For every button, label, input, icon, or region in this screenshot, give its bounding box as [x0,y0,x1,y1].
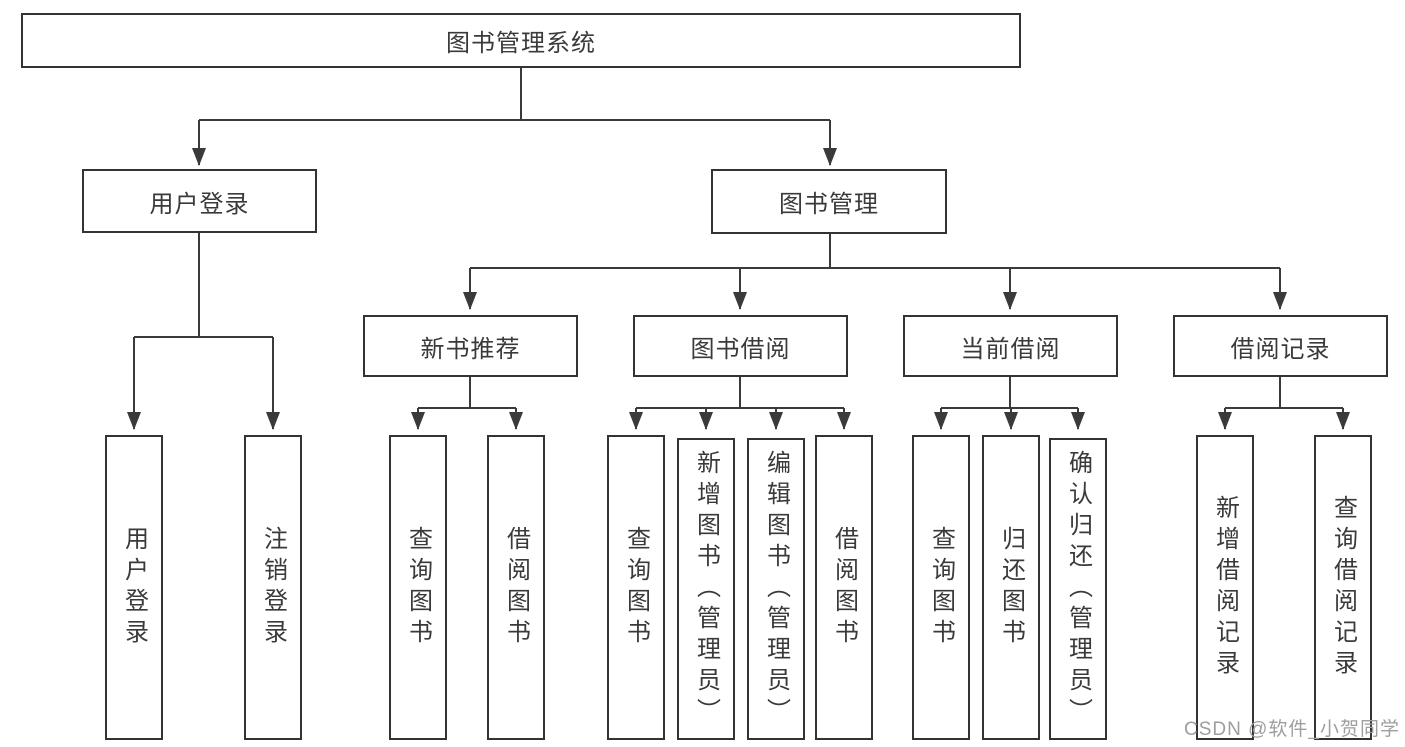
node-new-book-recommend: 新书推荐 [363,315,578,377]
leaf-recommend-query-books: 查询图书 [389,435,447,740]
leaf-records-query-borrow-record-label: 查询借阅记录 [1329,494,1357,681]
node-user-login: 用户登录 [82,169,317,233]
leaf-current-return-books-label: 归还图书 [997,525,1025,650]
leaf-current-confirm-return-admin: 确认归还（管理员） [1049,438,1107,740]
leaf-borrowing-borrow-books-label: 借阅图书 [830,525,858,650]
leaf-recommend-borrow-books: 借阅图书 [487,435,545,740]
leaf-recommend-borrow-books-label: 借阅图书 [502,525,530,650]
node-book-management-label: 图书管理 [779,191,879,218]
leaf-records-query-borrow-record: 查询借阅记录 [1314,435,1372,740]
node-book-management: 图书管理 [711,169,947,234]
leaf-current-confirm-return-admin-label: 确认归还（管理员） [1064,449,1092,729]
node-borrow-records: 借阅记录 [1173,315,1388,377]
leaf-borrowing-add-books-admin: 新增图书（管理员） [677,438,735,740]
node-root-label: 图书管理系统 [446,30,596,57]
node-current-borrowing-label: 当前借阅 [960,335,1061,363]
leaf-logout-label: 注销登录 [259,525,287,650]
leaf-current-return-books: 归还图书 [982,435,1040,740]
node-borrow-records-label: 借阅记录 [1230,335,1331,363]
node-root-library-system: 图书管理系统 [21,13,1021,68]
leaf-user-login: 用户登录 [105,435,163,740]
leaf-logout: 注销登录 [244,435,302,740]
node-user-login-label: 用户登录 [149,190,250,218]
node-new-book-recommend-label: 新书推荐 [420,335,521,363]
leaf-borrowing-query-books-label: 查询图书 [622,525,650,650]
node-current-borrowing: 当前借阅 [903,315,1118,377]
node-book-borrowing-label: 图书借阅 [690,335,791,363]
leaf-current-query-books-label: 查询图书 [927,525,955,650]
leaf-borrowing-add-books-admin-label: 新增图书（管理员） [692,449,720,729]
leaf-borrowing-edit-books-admin: 编辑图书（管理员） [747,438,805,740]
leaf-borrowing-query-books: 查询图书 [607,435,665,740]
leaf-current-query-books: 查询图书 [912,435,970,740]
leaf-records-add-borrow-record: 新增借阅记录 [1196,435,1254,740]
leaf-user-login-label: 用户登录 [120,525,148,650]
node-book-borrowing: 图书借阅 [633,315,848,377]
leaf-recommend-query-books-label: 查询图书 [404,525,432,650]
leaf-records-add-borrow-record-label: 新增借阅记录 [1211,494,1239,681]
csdn-watermark: CSDN @软件_小贺同学 [1184,719,1400,740]
leaf-borrowing-edit-books-admin-label: 编辑图书（管理员） [762,449,790,729]
leaf-borrowing-borrow-books: 借阅图书 [815,435,873,740]
